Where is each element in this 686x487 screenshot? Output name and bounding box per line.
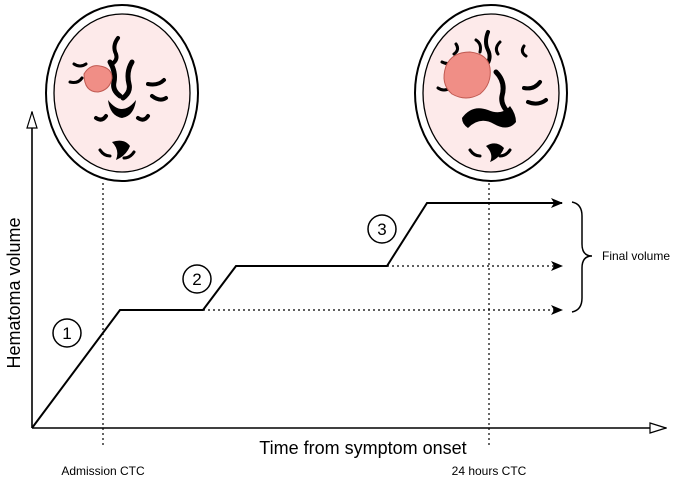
svg-text:1: 1 — [62, 324, 71, 343]
hematoma-growth-curve — [31, 198, 563, 429]
24-hours-ctc-label: 24 hours CTC — [452, 464, 527, 478]
final-volume-label: Final volume — [602, 249, 670, 263]
admission-ctc-label: Admission CTC — [61, 464, 145, 478]
24-hours-ct-scan — [414, 4, 568, 182]
final-volume-brace — [571, 201, 593, 313]
y-axis-label: Hematoma volume — [4, 217, 24, 368]
phase-3-marker: 3 — [367, 214, 397, 244]
x-axis-label: Time from symptom onset — [259, 438, 466, 458]
admission-ct-scan — [45, 4, 199, 182]
svg-text:3: 3 — [377, 220, 386, 239]
phase-1-marker: 1 — [52, 318, 82, 348]
phase-2-marker: 2 — [182, 264, 212, 294]
svg-text:2: 2 — [192, 270, 201, 289]
